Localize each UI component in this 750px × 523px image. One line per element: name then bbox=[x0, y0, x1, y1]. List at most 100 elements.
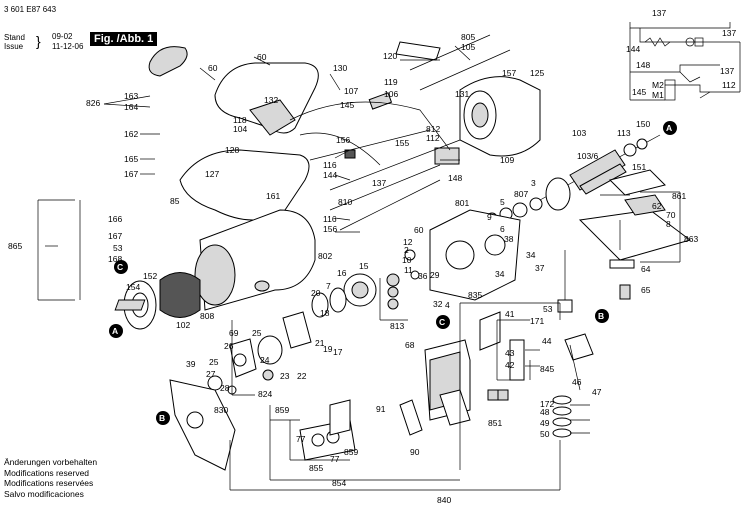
callout: 125 bbox=[530, 68, 544, 78]
marker-letter: A bbox=[666, 123, 672, 133]
motor-housing bbox=[459, 76, 541, 157]
callout: 18 bbox=[320, 308, 330, 318]
part-number: 3 601 E87 643 bbox=[4, 5, 57, 14]
callout: 859 bbox=[275, 405, 289, 415]
callout: 28 bbox=[220, 383, 230, 393]
callout: 65 bbox=[641, 285, 651, 295]
callout: 70 bbox=[666, 210, 676, 220]
callout: 808 bbox=[200, 311, 214, 321]
callout: 171 bbox=[530, 316, 544, 326]
callout: 162 bbox=[124, 129, 138, 139]
footer-line: Modifications reserved bbox=[4, 467, 90, 478]
callout: 132 bbox=[264, 95, 278, 105]
callout: 64 bbox=[641, 264, 651, 274]
callout: 103/6 bbox=[577, 151, 599, 161]
callout: 116 bbox=[323, 160, 337, 170]
stand-label: Stand bbox=[4, 33, 25, 42]
reference-marker-a bbox=[109, 324, 123, 338]
callout: 103 bbox=[572, 128, 586, 138]
callout: 167 bbox=[108, 231, 122, 241]
callout-labels: 826 163 164 162 165 167 85 166 167 53 16… bbox=[8, 32, 698, 505]
issue-label: Issue bbox=[4, 42, 24, 51]
callout: 32 bbox=[433, 299, 443, 309]
callout: 130 bbox=[333, 63, 347, 73]
callout: 77 bbox=[330, 454, 340, 464]
callout: 49 bbox=[540, 418, 550, 428]
callout: 50 bbox=[540, 429, 550, 439]
callout: 109 bbox=[500, 155, 514, 165]
callout: 157 bbox=[502, 68, 516, 78]
callout: 116 bbox=[323, 214, 337, 224]
callout: 106 bbox=[384, 89, 398, 99]
reference-marker-b bbox=[156, 411, 170, 425]
callout: 43 bbox=[505, 348, 515, 358]
callout: 845 bbox=[540, 364, 554, 374]
marker-letter: C bbox=[117, 262, 123, 272]
callout: 137 bbox=[372, 178, 386, 188]
callout: 805 bbox=[461, 32, 475, 42]
callout: 112 bbox=[426, 133, 440, 143]
leader-lines bbox=[37, 45, 681, 491]
callout: 41 bbox=[505, 309, 515, 319]
callout: 90 bbox=[410, 447, 420, 457]
callout: 8 bbox=[666, 219, 671, 229]
callout: 151 bbox=[632, 162, 646, 172]
wiring-schematic: 137 137 144 148 M2 M1 145 112 137 bbox=[626, 8, 741, 101]
callout: 167 bbox=[124, 169, 138, 179]
callout: 44 bbox=[542, 336, 552, 346]
callout: 104 bbox=[233, 124, 247, 134]
callout: 53 bbox=[543, 304, 553, 314]
callout: 39 bbox=[186, 359, 196, 369]
callout: 810 bbox=[338, 197, 352, 207]
callout: 27 bbox=[206, 369, 216, 379]
callout: 11 bbox=[404, 265, 413, 275]
footer-line: Änderungen vorbehalten bbox=[4, 457, 98, 467]
callout: 166 bbox=[108, 214, 122, 224]
callout: 19 bbox=[323, 344, 333, 354]
callout: 16 bbox=[337, 268, 347, 278]
footer-notes: Änderungen vorbehalten Modifications res… bbox=[4, 457, 97, 499]
callout: 148 bbox=[448, 173, 462, 183]
callout: 26 bbox=[224, 341, 234, 351]
armature bbox=[486, 134, 661, 224]
callout: 812 bbox=[426, 124, 440, 134]
callout: 68 bbox=[405, 340, 415, 350]
callout: 824 bbox=[258, 389, 272, 399]
callout: 859 bbox=[344, 447, 358, 457]
reference-marker-b bbox=[595, 309, 609, 323]
callout: 102 bbox=[176, 320, 190, 330]
callout: 127 bbox=[205, 169, 219, 179]
callout: 164 bbox=[124, 102, 138, 112]
callout: 25 bbox=[252, 328, 262, 338]
callout: 34 bbox=[495, 269, 505, 279]
issue-value: 11-12-06 bbox=[52, 42, 84, 51]
marker-letter: A bbox=[112, 326, 118, 336]
callout: 145 bbox=[340, 100, 354, 110]
callout: 29 bbox=[430, 270, 440, 280]
stand-value: 09-02 bbox=[52, 32, 73, 41]
callout: 107 bbox=[344, 86, 358, 96]
footer-line: Salvo modificaciones bbox=[4, 488, 84, 499]
callout: 118 bbox=[233, 115, 247, 125]
callout: 854 bbox=[332, 478, 346, 488]
callout: 23 bbox=[280, 371, 290, 381]
reference-marker-c bbox=[436, 315, 450, 329]
callout: 9 bbox=[487, 212, 492, 222]
callout: 163 bbox=[124, 91, 138, 101]
callout: 840 bbox=[437, 495, 451, 505]
callout: 69 bbox=[229, 328, 239, 338]
callout: 801 bbox=[455, 198, 469, 208]
callout: 835 bbox=[468, 290, 482, 300]
gear-train bbox=[207, 249, 420, 395]
callout: 145 bbox=[632, 87, 646, 97]
callout: 863 bbox=[684, 234, 698, 244]
callout: 851 bbox=[488, 418, 502, 428]
callout: 17 bbox=[333, 347, 343, 357]
callout: 861 bbox=[672, 191, 686, 201]
callout: 154 bbox=[126, 282, 140, 292]
callout: 105 bbox=[461, 42, 475, 52]
reference-marker-c bbox=[114, 260, 128, 274]
callout: 7 bbox=[326, 281, 331, 291]
